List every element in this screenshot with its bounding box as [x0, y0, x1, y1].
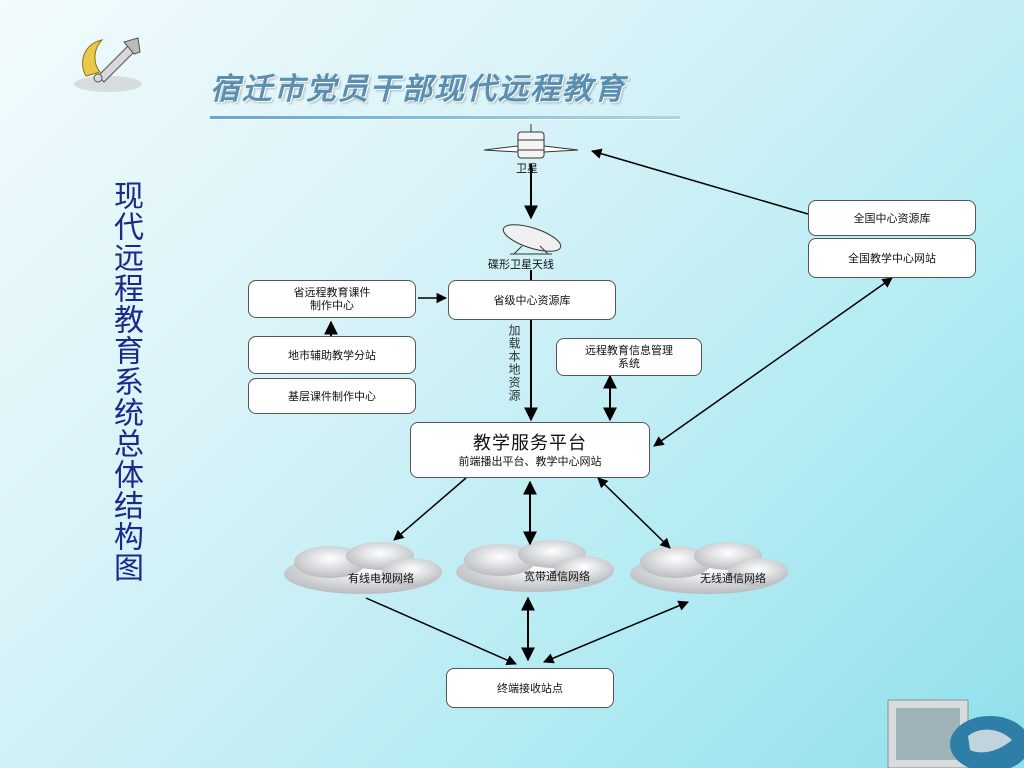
- arrow-national-to-satellite: [590, 148, 809, 215]
- header-title: 宿迁市党员干部现代远程教育: [210, 72, 626, 107]
- info-mgmt-box: 远程教育信息管理 系统: [556, 338, 702, 376]
- arrow-wireless-terminal: [543, 600, 689, 664]
- dish-label: 碟形卫星天线: [488, 258, 554, 271]
- provincial-library-box: 省级中心资源库: [448, 280, 616, 320]
- satellite-dish-icon: [502, 224, 562, 255]
- header: 宿迁市党员干部现代远程教育: [60, 28, 680, 120]
- satellite-label: 卫星: [516, 162, 538, 175]
- page-title: 现代远程教育系统总体结构图: [108, 180, 143, 583]
- national-library-label: 全国中心资源库: [853, 211, 931, 225]
- grassroots-courseware-label: 基层课件制作中心: [288, 389, 376, 403]
- load-local-label: 加载本地资源: [507, 324, 521, 402]
- terminal-box: 终端接收站点: [446, 668, 614, 708]
- grassroots-courseware-box: 基层课件制作中心: [248, 378, 416, 414]
- cloud-wireless: [630, 542, 788, 594]
- info-mgmt-line1: 远程教育信息管理: [585, 344, 673, 357]
- provincial-courseware-line1: 省远程教育课件: [293, 286, 371, 299]
- city-branch-box: 地市辅助教学分站: [248, 336, 416, 374]
- platform-subtitle: 前端播出平台、教学中心网站: [458, 454, 602, 468]
- party-emblem-icon: [74, 37, 142, 92]
- city-branch-label: 地市辅助教学分站: [288, 348, 376, 362]
- arrow-national-site-platform: [653, 277, 893, 447]
- header-divider: [210, 116, 680, 120]
- cloud-cable: [284, 542, 442, 594]
- terminal-label: 终端接收站点: [497, 681, 563, 695]
- satellite-icon: [483, 124, 579, 159]
- provincial-courseware-box: 省远程教育课件 制作中心: [248, 280, 416, 318]
- cable-network-label: 有线电视网络: [348, 572, 414, 585]
- national-site-label: 全国教学中心网站: [848, 251, 936, 265]
- broadband-network-label: 宽带通信网络: [524, 570, 590, 583]
- provincial-library-label: 省级中心资源库: [493, 293, 571, 307]
- arrow-cable-to-terminal: [365, 597, 517, 665]
- platform-box: 教学服务平台 前端播出平台、教学中心网站: [410, 422, 650, 478]
- national-site-box: 全国教学中心网站: [808, 238, 976, 278]
- arrow-platform-cable: [393, 477, 467, 541]
- cloud-broadband: [456, 540, 614, 592]
- national-library-box: 全国中心资源库: [808, 200, 976, 236]
- info-mgmt-line2: 系统: [618, 357, 640, 370]
- arrow-platform-wireless: [597, 477, 671, 549]
- platform-title: 教学服务平台: [473, 432, 587, 454]
- wireless-network-label: 无线通信网络: [700, 572, 766, 585]
- provincial-courseware-line2: 制作中心: [310, 299, 354, 312]
- computer-icon: [887, 699, 1024, 768]
